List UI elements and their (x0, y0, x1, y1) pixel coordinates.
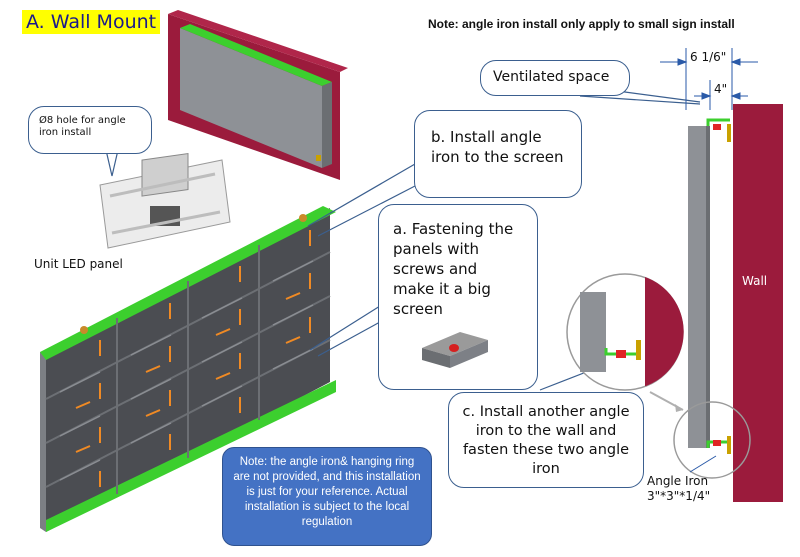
top-screen-illustration (168, 10, 348, 180)
zoom-detail-upper (566, 273, 684, 391)
dimension-lines (660, 48, 758, 110)
angle-iron-size-label: 3"*3"*1/4" (647, 489, 711, 503)
dim-outer-label: 6 1/6" (690, 50, 727, 64)
install-note: Note: angle iron install only apply to s… (428, 17, 735, 31)
step-a-callout: a. Fastening the panels with screws and … (378, 204, 538, 390)
ventilated-callout: Ventilated space (480, 60, 630, 96)
dim-inner-label: 4" (714, 82, 728, 96)
screw-detail-icon (422, 332, 488, 368)
hole-callout: Ø8 hole for angle iron install (28, 106, 152, 154)
unit-led-panel-illustration (99, 153, 231, 249)
side-view-illustration (688, 104, 783, 502)
wall-label: Wall (742, 274, 768, 288)
zoom-detail-lower (649, 391, 751, 479)
big-screen-illustration (40, 206, 336, 532)
step-b-callout: b. Install angle iron to the screen (414, 110, 582, 198)
page-title: A. Wall Mount (22, 10, 161, 34)
disclaimer-note: Note: the angle iron& hanging ring are n… (222, 447, 432, 546)
angle-iron-label: Angle Iron (647, 474, 709, 488)
step-c-callout: c. Install another angle iron to the wal… (448, 392, 644, 488)
unit-panel-label: Unit LED panel (34, 257, 123, 271)
